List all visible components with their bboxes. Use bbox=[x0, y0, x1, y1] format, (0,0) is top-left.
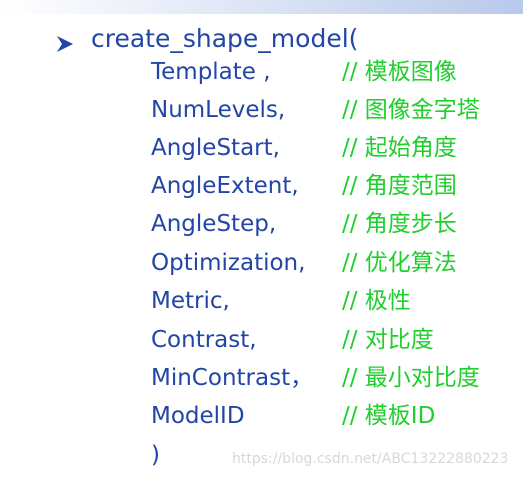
parameter-row-anglestart: AngleStart, // 起始角度 bbox=[0, 131, 523, 165]
parameter-row-modelid: ModelID // 模板ID bbox=[0, 399, 523, 433]
parameter-row-angleextent: AngleExtent, // 角度范围 bbox=[0, 169, 523, 203]
parameter-comment: // 最小对比度 bbox=[342, 365, 480, 391]
parameter-name: ModelID bbox=[151, 403, 245, 429]
parameter-name: Template , bbox=[151, 59, 271, 85]
right-arrowhead-icon bbox=[55, 34, 75, 54]
parameter-row-mincontrast: MinContrast， // 最小对比度 bbox=[0, 361, 523, 395]
parameter-comment: // 图像金字塔 bbox=[342, 97, 480, 123]
parameter-comment: // 起始角度 bbox=[342, 135, 457, 161]
watermark-url: https://blog.csdn.net/ABC13222880223 bbox=[232, 451, 509, 467]
parameter-comment: // 模板图像 bbox=[342, 59, 457, 85]
parameter-list: Template , // 模板图像 NumLevels, // 图像金字塔 A… bbox=[0, 14, 523, 479]
parameter-row-template: Template , // 模板图像 bbox=[0, 55, 523, 89]
slide-content: create_shape_model( Template , // 模板图像 N… bbox=[0, 14, 523, 479]
parameter-comment: // 极性 bbox=[342, 288, 411, 314]
parameter-row-contrast: Contrast, // 对比度 bbox=[0, 323, 523, 357]
parameter-row-anglestep: AngleStep, // 角度步长 bbox=[0, 207, 523, 241]
parameter-comment: // 优化算法 bbox=[342, 250, 457, 276]
parameter-name: Contrast, bbox=[151, 327, 257, 353]
function-signature: create_shape_model( bbox=[91, 24, 359, 53]
parameter-row-metric: Metric, // 极性 bbox=[0, 284, 523, 318]
parameter-name: NumLevels, bbox=[151, 97, 286, 123]
parameter-name: Metric, bbox=[151, 288, 230, 314]
parameter-comment: // 模板ID bbox=[342, 403, 436, 429]
parameter-row-optimization: Optimization, // 优化算法 bbox=[0, 246, 523, 280]
slide-top-bar bbox=[0, 0, 523, 14]
parameter-name: AngleExtent, bbox=[151, 173, 299, 199]
parameter-name: AngleStart, bbox=[151, 135, 280, 161]
parameter-name: AngleStep, bbox=[151, 211, 277, 237]
parameter-row-numlevels: NumLevels, // 图像金字塔 bbox=[0, 93, 523, 127]
parameter-name: MinContrast， bbox=[151, 365, 314, 391]
closing-parenthesis: ) bbox=[151, 442, 160, 468]
parameter-comment: // 角度步长 bbox=[342, 211, 457, 237]
parameter-comment: // 角度范围 bbox=[342, 173, 457, 199]
parameter-name: Optimization, bbox=[151, 250, 306, 276]
parameter-comment: // 对比度 bbox=[342, 327, 434, 353]
